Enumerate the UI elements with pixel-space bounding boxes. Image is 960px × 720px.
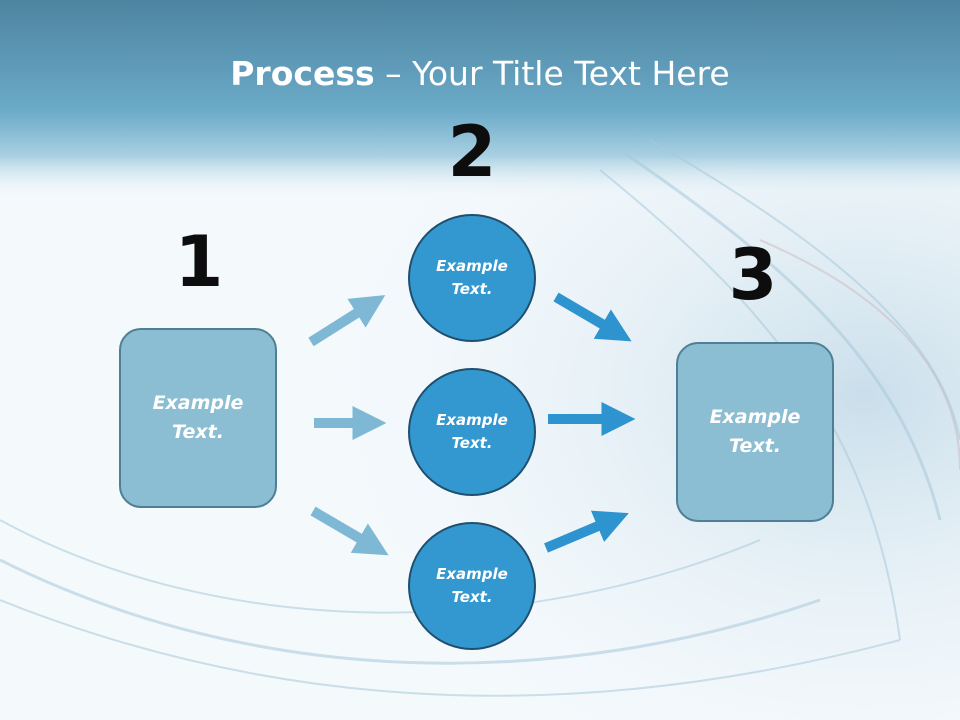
circle-bottom-label-line-1: Example bbox=[436, 565, 508, 583]
arrow-top-to-3 bbox=[553, 292, 632, 342]
step-2-number: 2 bbox=[447, 111, 497, 193]
step-3-label-line-1: Example bbox=[709, 406, 801, 428]
title-rest: – Your Title Text Here bbox=[374, 54, 730, 93]
step-2-circle-top: Example Text. bbox=[408, 214, 536, 342]
step-3-box: Example Text. bbox=[676, 342, 834, 522]
step-2-circle-bottom: Example Text. bbox=[408, 522, 536, 650]
step-3-number: 3 bbox=[728, 234, 778, 316]
step-1-box: Example Text. bbox=[119, 328, 277, 508]
title-bold: Process bbox=[230, 54, 375, 93]
step-1-number: 1 bbox=[174, 221, 224, 303]
circle-top-label-line-2: Text. bbox=[451, 280, 493, 298]
circle-bottom-label-line-2: Text. bbox=[451, 588, 493, 606]
circle-middle-label-line-2: Text. bbox=[451, 434, 493, 452]
step-1-label-line-2: Text. bbox=[172, 421, 224, 443]
arrow-bottom-to-3 bbox=[544, 510, 629, 553]
step-3-label-line-2: Text. bbox=[729, 435, 781, 457]
step-1-label-line-1: Example bbox=[152, 392, 244, 414]
slide-title: Process – Your Title Text Here bbox=[0, 52, 960, 96]
arrow-1-to-bottom bbox=[310, 506, 389, 556]
step-2-circle-middle: Example Text. bbox=[408, 368, 536, 496]
arrow-1-to-top bbox=[308, 295, 386, 347]
circle-top-label-line-1: Example bbox=[436, 257, 508, 275]
circle-middle-label-line-1: Example bbox=[436, 411, 508, 429]
